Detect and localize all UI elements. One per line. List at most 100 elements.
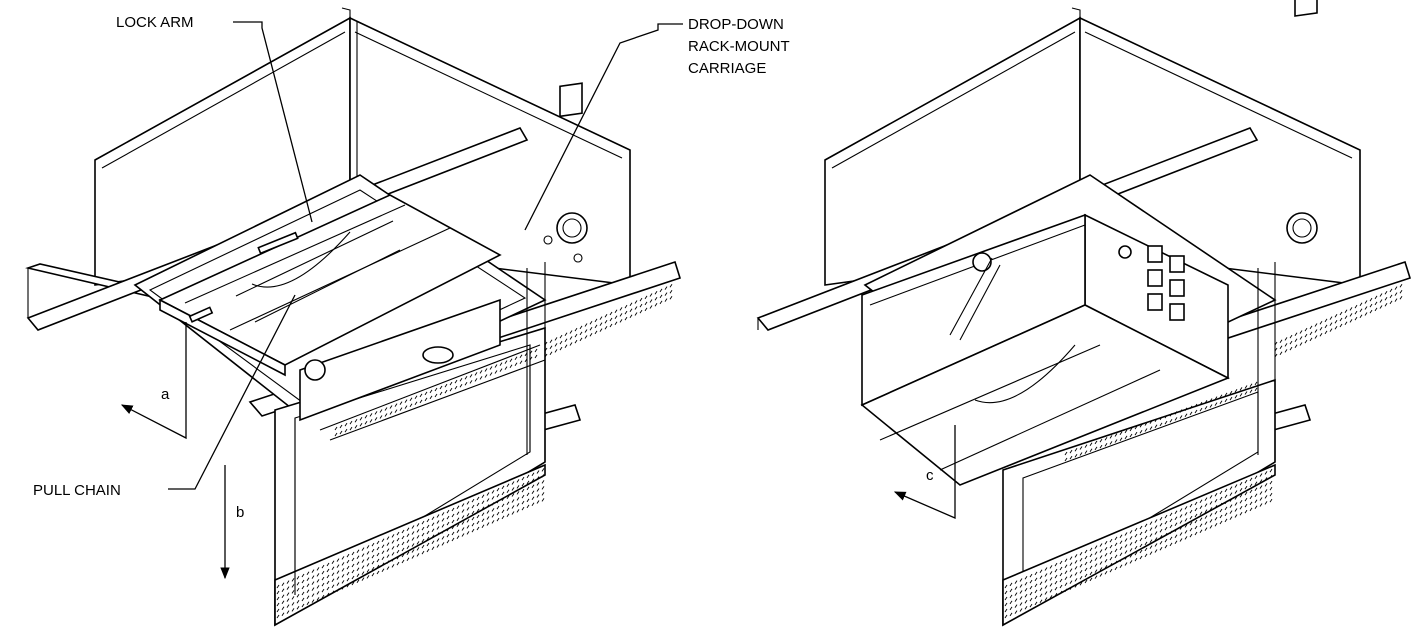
vent-slot xyxy=(1229,510,1233,514)
vent-slot xyxy=(624,316,628,321)
vent-slot xyxy=(1174,516,1178,520)
vent-slot xyxy=(1019,596,1023,600)
vent-slot xyxy=(531,472,535,476)
vent-slot xyxy=(1034,577,1038,582)
vent-slot xyxy=(391,558,395,562)
vent-slot xyxy=(386,548,390,552)
vent-slot xyxy=(281,606,285,611)
vent-slot xyxy=(1104,565,1108,569)
vent-slot xyxy=(1024,606,1028,610)
vent-slot xyxy=(1169,418,1173,423)
vent-slot xyxy=(1139,555,1143,560)
vent-slot xyxy=(1239,506,1243,510)
vent-slot xyxy=(564,344,568,349)
vent-slot xyxy=(544,353,548,358)
vent-slot xyxy=(669,290,673,294)
vent-slot xyxy=(1099,543,1103,547)
vent-slot xyxy=(281,588,285,593)
vent-slot xyxy=(531,490,535,494)
vent-slot xyxy=(1199,499,1203,504)
vent-slot xyxy=(301,573,305,578)
vent-slot xyxy=(1219,496,1223,501)
vent-slot xyxy=(554,337,558,341)
vent-slot xyxy=(1064,564,1068,569)
vent-slot xyxy=(1139,543,1143,548)
vent-slot xyxy=(461,503,465,507)
vent-slot xyxy=(1094,446,1098,451)
vent-slot xyxy=(531,496,535,500)
vent-slot xyxy=(1144,428,1148,432)
pull-chain-leader xyxy=(168,294,296,490)
vent-slot xyxy=(1229,486,1233,490)
vent-slot xyxy=(1084,444,1088,448)
vent-slot xyxy=(1194,403,1198,408)
vent-slot xyxy=(1099,573,1103,577)
vent-slot xyxy=(366,557,370,561)
vent-slot xyxy=(391,540,395,544)
vent-slot xyxy=(1399,296,1403,300)
vent-slot xyxy=(644,307,648,312)
vent-slot xyxy=(1259,491,1263,495)
vent-slot xyxy=(1149,521,1153,525)
vent-slot xyxy=(1064,582,1068,587)
vent-slot xyxy=(356,561,360,566)
vent-slot xyxy=(589,326,593,331)
vent-slot xyxy=(336,576,340,580)
vent-slot xyxy=(471,498,475,503)
vent-slot xyxy=(541,486,545,490)
vent-slot xyxy=(554,343,558,347)
vent-slot xyxy=(431,528,435,533)
vent-slot xyxy=(306,595,310,600)
vent-slot xyxy=(1319,332,1323,337)
vent-slot xyxy=(1039,599,1043,603)
vent-slot xyxy=(331,566,335,571)
vent-slot xyxy=(1079,581,1083,586)
vent-slot xyxy=(1214,402,1218,406)
vent-slot xyxy=(481,512,485,516)
vent-slot xyxy=(1074,566,1078,570)
vent-slot xyxy=(1059,566,1063,571)
vent-slot xyxy=(1154,424,1158,429)
vent-slot xyxy=(664,292,668,296)
vent-slot xyxy=(574,339,578,344)
vent-slot xyxy=(316,585,320,589)
vent-slot xyxy=(399,401,403,405)
vent-slot xyxy=(1374,301,1378,306)
vent-slot xyxy=(1219,394,1223,399)
vent-slot xyxy=(406,557,410,562)
vent-slot xyxy=(311,581,315,585)
vent-slot xyxy=(1144,535,1148,540)
vent-slot xyxy=(579,325,583,330)
vent-slot xyxy=(1244,497,1248,502)
vent-slot xyxy=(286,604,290,608)
vent-slot xyxy=(451,519,455,524)
vent-slot xyxy=(371,548,375,553)
vent-slot xyxy=(1049,565,1053,569)
vent-slot xyxy=(1249,389,1253,393)
vent-slot xyxy=(1199,505,1203,510)
vent-slot xyxy=(1024,588,1028,592)
vent-slot xyxy=(1244,391,1248,395)
vent-slot xyxy=(1294,338,1298,343)
vent-slot xyxy=(669,284,673,288)
vent-slot xyxy=(441,512,445,516)
vent-slot xyxy=(1064,576,1068,581)
vent-slot xyxy=(521,482,525,487)
vent-slot xyxy=(1269,468,1273,473)
vent-slot xyxy=(1254,481,1258,485)
vent-slot xyxy=(346,553,350,558)
vent-slot xyxy=(1134,551,1138,556)
vent-slot xyxy=(521,494,525,499)
vent-slot xyxy=(1239,387,1243,391)
vent-slot xyxy=(634,312,638,316)
vent-slot xyxy=(516,497,520,501)
vent-slot xyxy=(1319,326,1323,331)
vent-slot xyxy=(1249,501,1253,506)
vent-slot xyxy=(1029,579,1033,584)
vent-slot xyxy=(439,385,443,390)
vent-slot xyxy=(356,549,360,554)
vent-slot xyxy=(1039,587,1043,591)
vent-slot xyxy=(429,389,433,394)
vent-slot xyxy=(384,413,388,417)
